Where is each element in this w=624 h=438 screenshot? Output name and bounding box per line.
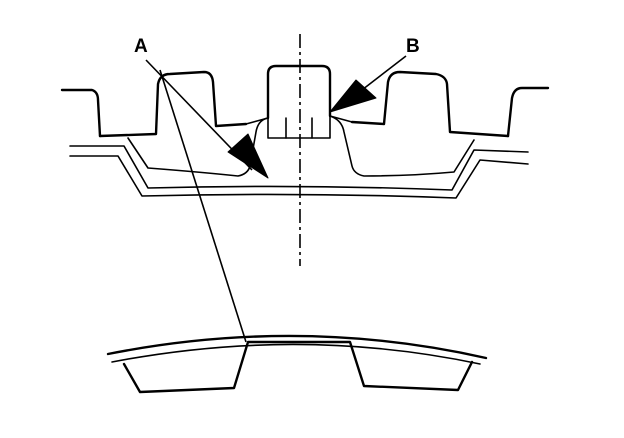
callout-a-label: A <box>134 36 148 57</box>
callout-a: A <box>134 36 269 343</box>
callout-b-label: B <box>406 36 420 57</box>
callout-a-leader-extended <box>159 69 247 343</box>
gear-teeth-upper <box>60 64 550 138</box>
callout-a-arrowhead <box>227 133 269 179</box>
callout-b-arrowhead <box>329 79 377 113</box>
ring-segment-lower <box>106 334 488 394</box>
callout-b: B <box>329 36 420 113</box>
gear-ring-band <box>69 115 529 199</box>
